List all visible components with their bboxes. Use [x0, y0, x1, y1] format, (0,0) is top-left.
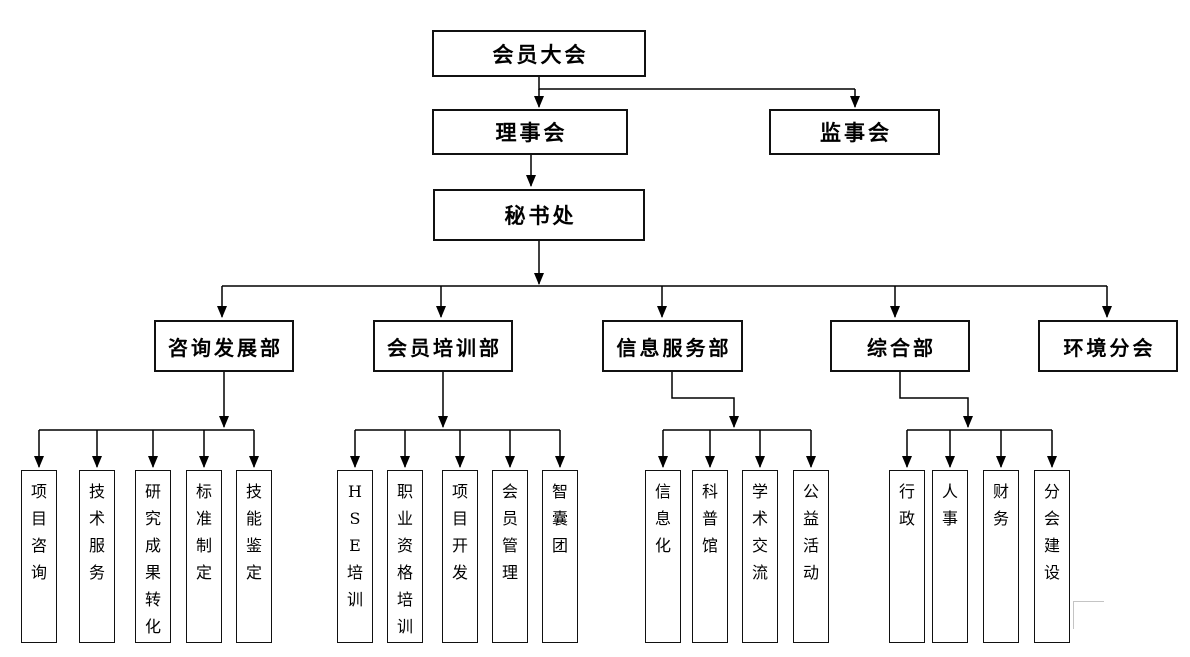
org-child-administration: 行 政	[889, 470, 925, 643]
org-child-research-transfer: 研 究 成 果 转 化	[135, 470, 171, 643]
org-child-finance: 财 务	[983, 470, 1019, 643]
org-child-project-development: 项 目 开 发	[442, 470, 478, 643]
org-box-secretariat: 秘书处	[433, 189, 645, 241]
org-child-human-resources: 人 事	[932, 470, 968, 643]
org-child-science-museum: 科 普 馆	[692, 470, 728, 643]
org-child-standard-setting: 标 准 制 定	[186, 470, 222, 643]
org-box-member-congress: 会员大会	[432, 30, 646, 77]
org-child-informatization: 信 息 化	[645, 470, 681, 643]
org-box-environment-branch: 环境分会	[1038, 320, 1178, 372]
org-box-supervisory-board: 监事会	[769, 109, 940, 155]
org-child-project-consulting: 项 目 咨 询	[21, 470, 57, 643]
org-child-skill-appraisal: 技 能 鉴 定	[236, 470, 272, 643]
org-child-academic-exchange: 学 术 交 流	[742, 470, 778, 643]
org-child-vocational-training: 职 业 资 格 培 训	[387, 470, 423, 643]
org-box-general-dept: 综合部	[830, 320, 970, 372]
org-box-council: 理事会	[432, 109, 628, 155]
org-box-information-service-dept: 信息服务部	[602, 320, 743, 372]
corner-mark	[1073, 601, 1104, 629]
org-box-member-training-dept: 会员培训部	[373, 320, 513, 372]
org-child-member-management: 会 员 管 理	[492, 470, 528, 643]
org-child-think-tank: 智 囊 团	[542, 470, 578, 643]
org-child-technical-service: 技 术 服 务	[79, 470, 115, 643]
org-child-branch-building: 分 会 建 设	[1034, 470, 1070, 643]
org-box-consulting-development-dept: 咨询发展部	[154, 320, 294, 372]
org-child-hse-training: H S E 培 训	[337, 470, 373, 643]
org-child-public-welfare: 公 益 活 动	[793, 470, 829, 643]
